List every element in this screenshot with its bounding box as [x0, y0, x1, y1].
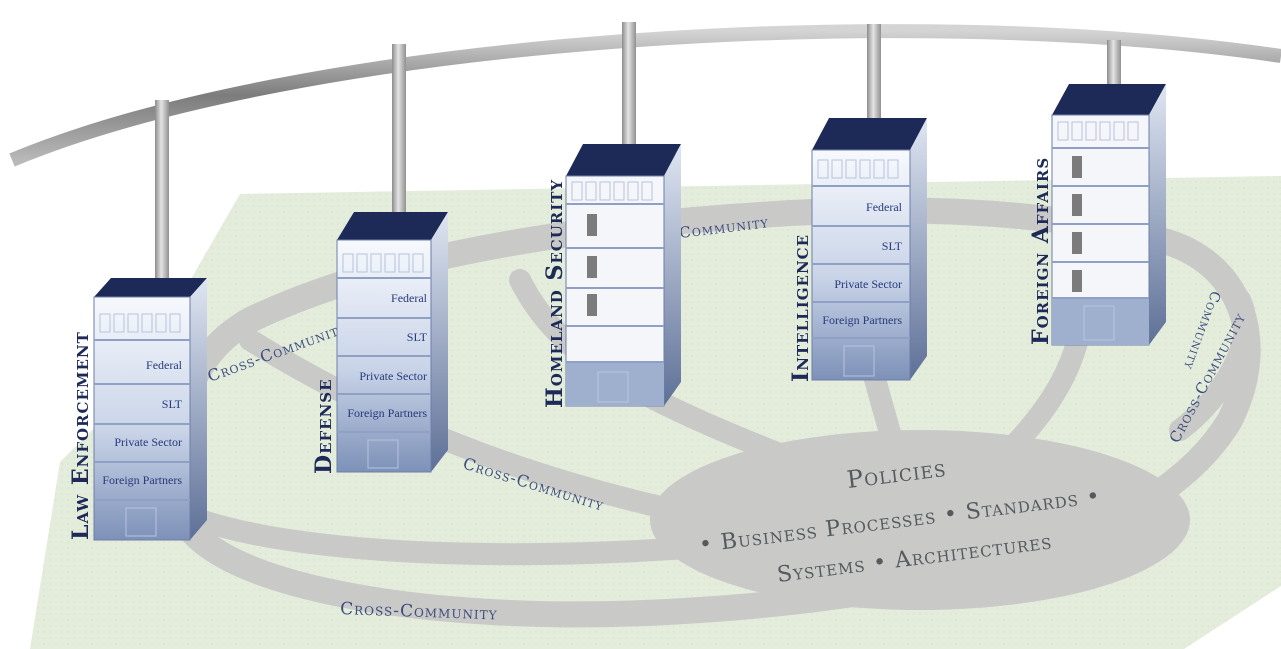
building-name-homeland-security: Homeland Security	[542, 179, 568, 408]
floor-label-federal: Federal	[866, 200, 903, 214]
support-poles	[155, 22, 1121, 285]
roof	[1052, 84, 1166, 115]
building-name-defense: Defense	[311, 378, 337, 474]
side	[1149, 84, 1166, 345]
floor-label-foreign-partners: Foreign Partners	[102, 473, 182, 487]
floor-label-slt: SLT	[882, 239, 903, 253]
building-name-law-enforcement: Law Enforcement	[68, 331, 94, 540]
building-name-intelligence: Intelligence	[788, 234, 814, 382]
side	[910, 118, 927, 380]
floor-label-foreign-partners: Foreign Partners	[347, 406, 427, 420]
floor-label-foreign-partners: Foreign Partners	[822, 313, 902, 327]
road-right-arc	[1169, 289, 1257, 441]
roof	[566, 144, 681, 176]
facade	[93, 296, 191, 541]
floor-label-private-sector: Private Sector	[359, 369, 427, 383]
building-homeland-security: Homeland Security	[542, 144, 681, 408]
side	[190, 278, 207, 540]
building-defense: Federal SLT Private Sector Foreign Partn…	[311, 212, 448, 474]
road-spoke-defense	[239, 329, 731, 531]
floor-label-private-sector: Private Sector	[834, 277, 902, 291]
roof	[337, 212, 448, 240]
building-name-foreign-affairs: Foreign Affairs	[1028, 157, 1054, 345]
building-intelligence: Federal SLT Private Sector Foreign Partn…	[788, 118, 927, 382]
floor-label-slt: SLT	[407, 330, 428, 344]
side	[664, 144, 681, 406]
floor-label-federal: Federal	[146, 358, 183, 372]
building-foreign-affairs: Foreign Affairs	[1028, 84, 1166, 346]
roof	[812, 118, 927, 150]
floor-label-federal: Federal	[391, 291, 428, 305]
road-middle-loop	[189, 509, 731, 566]
side	[431, 212, 448, 472]
floor-label-private-sector: Private Sector	[114, 435, 182, 449]
floor-label-slt: SLT	[162, 397, 183, 411]
building-law-enforcement: Federal SLT Private Sector Foreign Partn…	[68, 278, 207, 541]
roof	[94, 278, 207, 297]
policy-plaza	[650, 430, 1190, 610]
